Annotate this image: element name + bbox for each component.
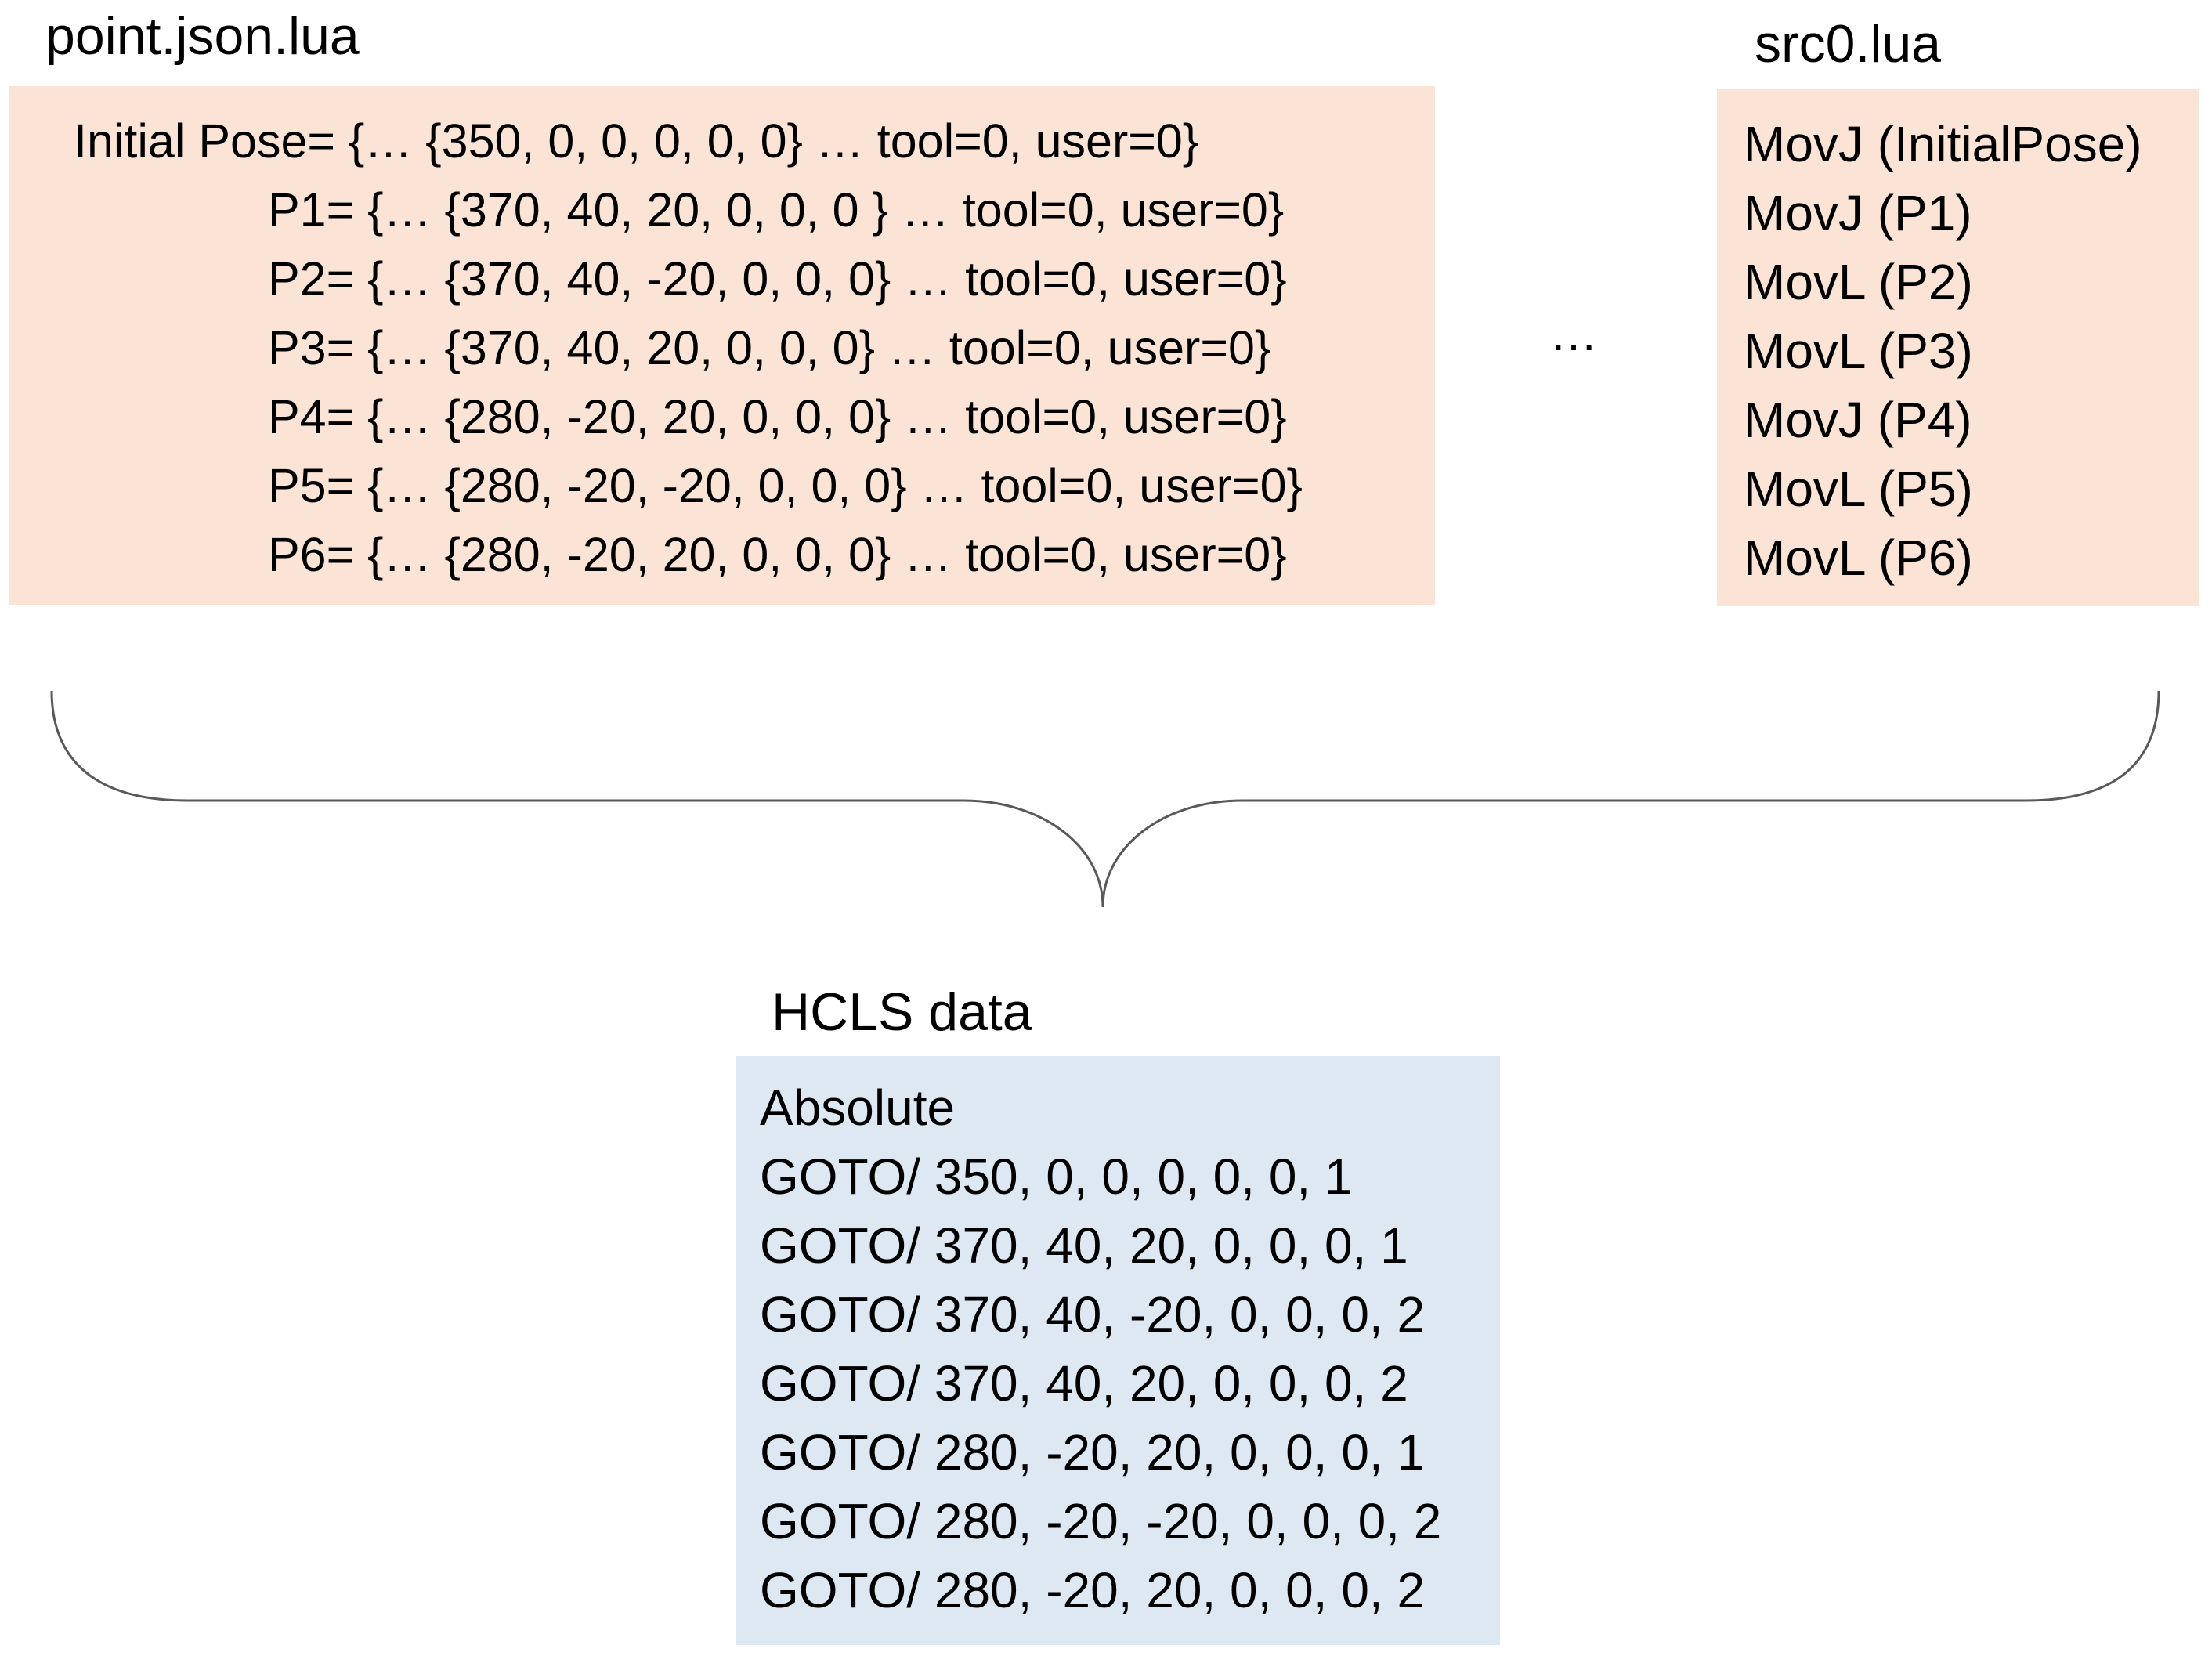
hcls-line-2: GOTO/ 350, 0, 0, 0, 0, 0, 1 bbox=[760, 1148, 1353, 1205]
src-line-1: MovJ (InitialPose) bbox=[1744, 116, 2142, 172]
hcls-line-8: GOTO/ 280, -20, 20, 0, 0, 0, 2 bbox=[760, 1562, 1426, 1618]
src-line-7: MovL (P6) bbox=[1744, 530, 1973, 586]
ellipsis-separator: … bbox=[1549, 307, 1598, 361]
src-line-6: MovL (P5) bbox=[1744, 461, 1973, 517]
point-line-p1: P1= {… {370, 40, 20, 0, 0, 0 } … tool=0,… bbox=[268, 183, 1285, 237]
hcls-line-7: GOTO/ 280, -20, -20, 0, 0, 0, 2 bbox=[760, 1493, 1442, 1549]
point-line-p6: P6= {… {280, -20, 20, 0, 0, 0} … tool=0,… bbox=[268, 528, 1287, 581]
point-line-p2: P2= {… {370, 40, -20, 0, 0, 0} … tool=0,… bbox=[268, 252, 1287, 306]
point-line-p5: P5= {… {280, -20, -20, 0, 0, 0} … tool=0… bbox=[268, 459, 1303, 512]
hcls-line-4: GOTO/ 370, 40, -20, 0, 0, 0, 2 bbox=[760, 1286, 1426, 1343]
hcls-box: Absolute GOTO/ 350, 0, 0, 0, 0, 0, 1 GOT… bbox=[736, 1056, 1500, 1645]
merge-brace-path bbox=[50, 690, 2160, 908]
src-line-2: MovJ (P1) bbox=[1744, 185, 1972, 241]
point-line-initial-pose: Initial Pose= {… {350, 0, 0, 0, 0, 0} … … bbox=[74, 114, 1199, 168]
hcls-line-5: GOTO/ 370, 40, 20, 0, 0, 0, 2 bbox=[760, 1355, 1408, 1412]
src-line-4: MovL (P3) bbox=[1744, 323, 1973, 379]
hcls-title: HCLS data bbox=[772, 982, 1032, 1042]
src0-box: MovJ (InitialPose) MovJ (P1) MovL (P2) M… bbox=[1717, 89, 2199, 606]
point-json-title: point.json.lua bbox=[45, 6, 360, 66]
hcls-line-1: Absolute bbox=[760, 1079, 956, 1136]
point-json-box: Initial Pose= {… {350, 0, 0, 0, 0, 0} … … bbox=[9, 86, 1435, 605]
src-line-3: MovL (P2) bbox=[1744, 254, 1973, 310]
point-line-p4: P4= {… {280, -20, 20, 0, 0, 0} … tool=0,… bbox=[268, 390, 1287, 443]
src0-title: src0.lua bbox=[1755, 14, 1942, 74]
hcls-line-3: GOTO/ 370, 40, 20, 0, 0, 0, 1 bbox=[760, 1217, 1408, 1274]
point-line-p3: P3= {… {370, 40, 20, 0, 0, 0} … tool=0, … bbox=[268, 321, 1271, 374]
src-line-5: MovJ (P4) bbox=[1744, 392, 1972, 448]
hcls-line-6: GOTO/ 280, -20, 20, 0, 0, 0, 1 bbox=[760, 1424, 1426, 1481]
